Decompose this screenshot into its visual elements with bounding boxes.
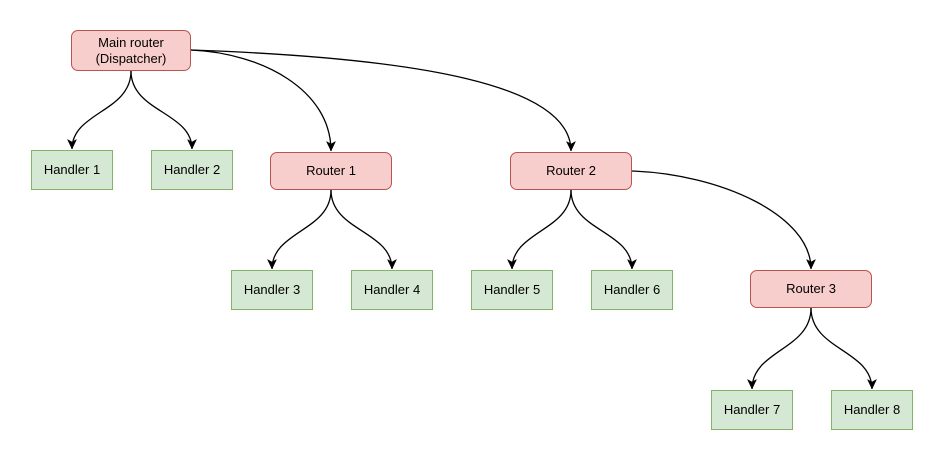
edge-main-to-router-2	[190, 49, 571, 151]
node-main-router-label-line1: Main router	[98, 34, 164, 50]
node-router-2: Router 2	[510, 152, 632, 190]
node-handler-2-label: Handler 2	[163, 162, 221, 177]
node-handler-8-label: Handler 8	[843, 402, 901, 417]
node-handler-7: Handler 7	[711, 390, 793, 430]
node-router-2-label: Router 2	[546, 163, 596, 178]
node-handler-7-label: Handler 7	[723, 402, 781, 417]
node-handler-4: Handler 4	[351, 270, 433, 310]
node-handler-3-label: Handler 3	[243, 282, 301, 297]
node-handler-2: Handler 2	[151, 150, 233, 190]
node-router-1: Router 1	[270, 152, 392, 190]
edge-main-to-handler-2	[130, 70, 192, 149]
node-router-1-label: Router 1	[306, 163, 356, 178]
node-main-router-label-line2: (Dispatcher)	[95, 50, 167, 66]
node-handler-5: Handler 5	[471, 270, 553, 310]
node-handler-1: Handler 1	[31, 150, 113, 190]
node-handler-3: Handler 3	[231, 270, 313, 310]
node-handler-6: Handler 6	[591, 270, 673, 310]
edge-main-to-router-1	[190, 49, 331, 151]
edge-router-1-to-handler-3	[272, 189, 332, 269]
node-router-3-label: Router 3	[786, 281, 836, 296]
edge-router-1-to-handler-4	[330, 189, 392, 269]
node-handler-8: Handler 8	[831, 390, 913, 430]
edge-router-2-to-handler-6	[570, 189, 632, 269]
node-handler-4-label: Handler 4	[363, 282, 421, 297]
edge-main-to-handler-1	[72, 70, 132, 149]
node-handler-5-label: Handler 5	[483, 282, 541, 297]
node-router-3: Router 3	[750, 270, 872, 308]
node-main-router: Main router (Dispatcher)	[71, 30, 191, 71]
node-handler-6-label: Handler 6	[603, 282, 661, 297]
edge-router-2-to-router-3	[631, 170, 811, 269]
edge-router-3-to-handler-7	[752, 307, 812, 389]
edge-router-3-to-handler-8	[810, 307, 872, 389]
edge-router-2-to-handler-5	[512, 189, 572, 269]
node-handler-1-label: Handler 1	[43, 162, 101, 177]
